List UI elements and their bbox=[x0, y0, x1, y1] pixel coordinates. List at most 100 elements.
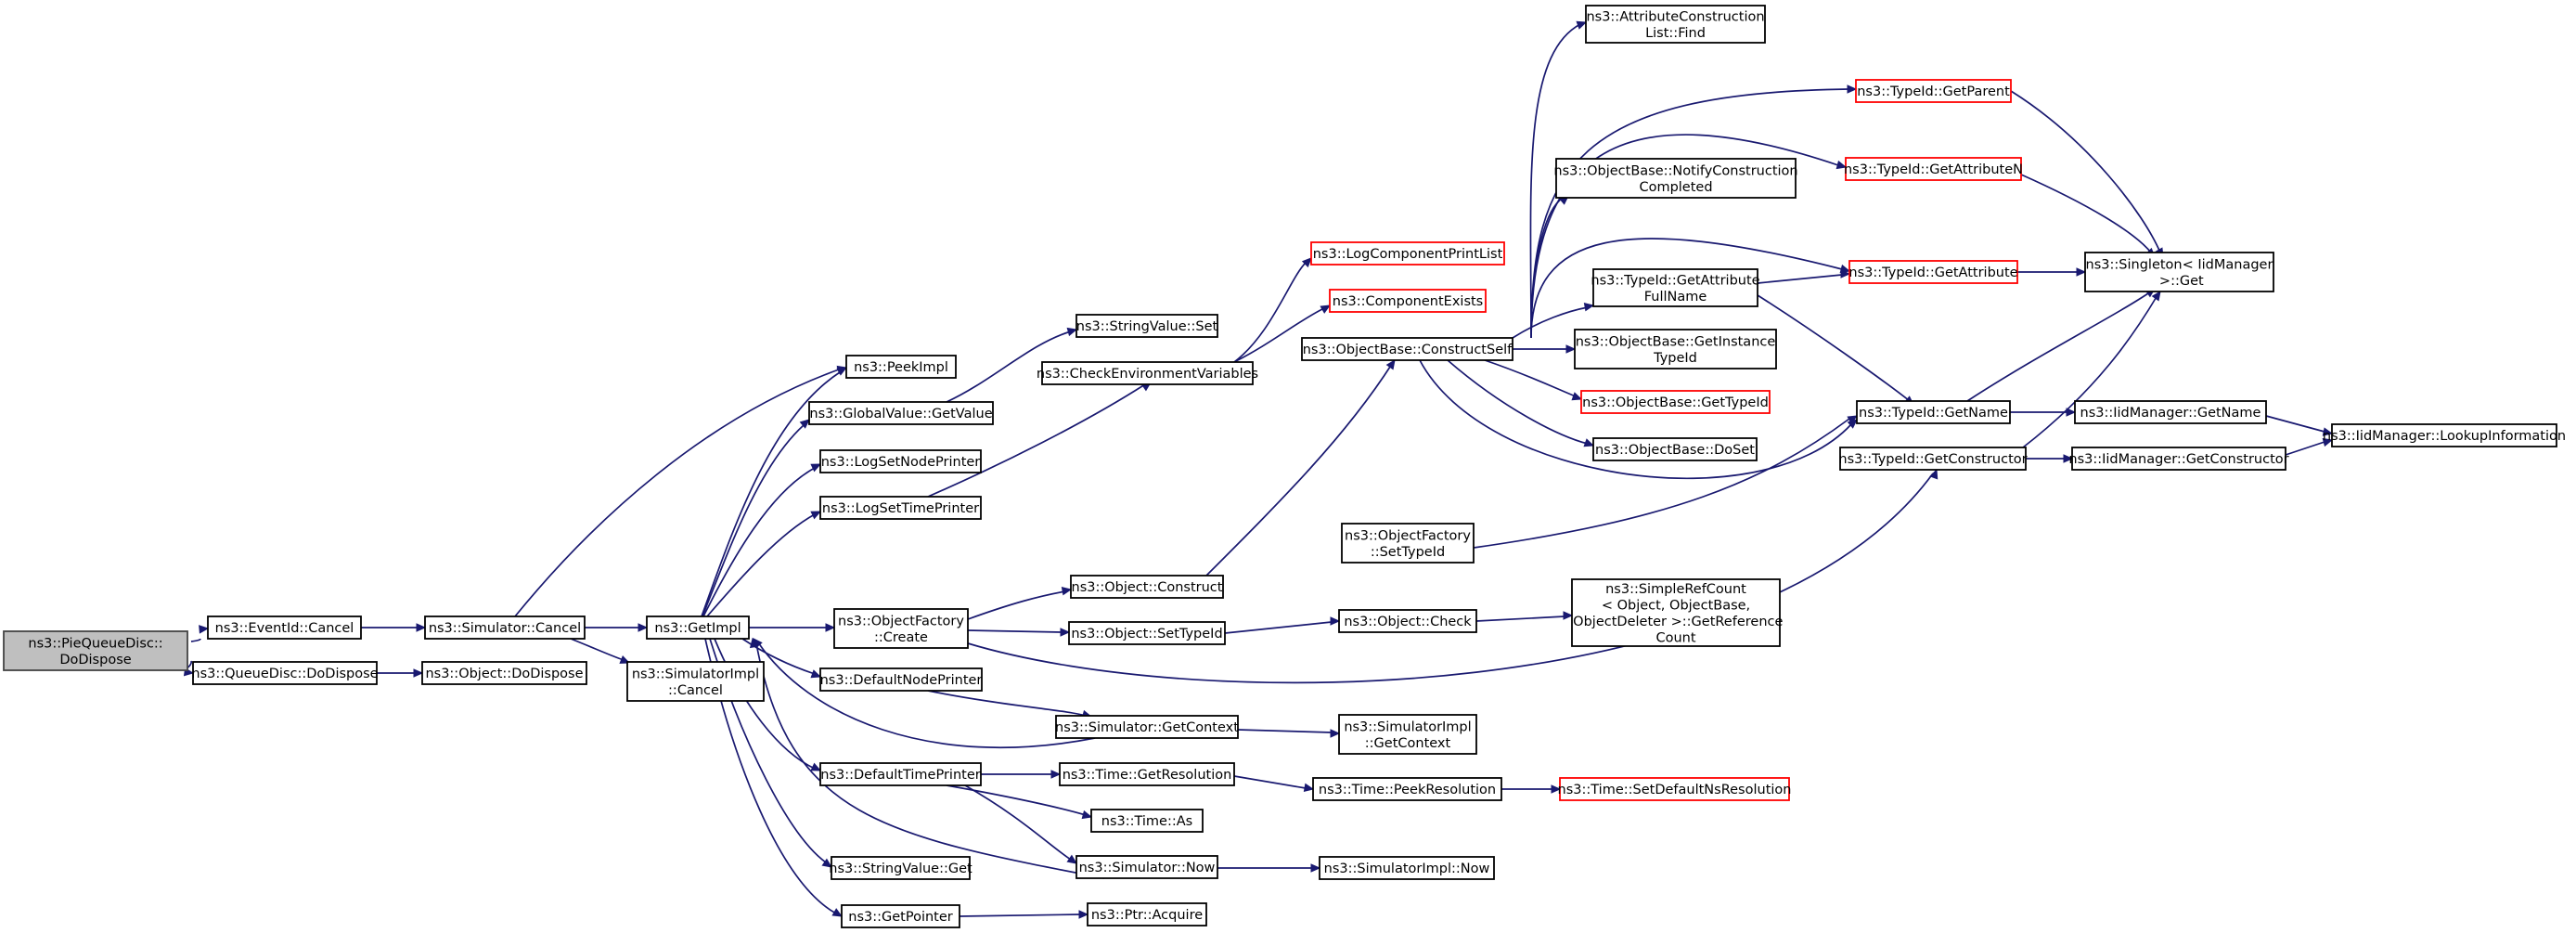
node-object-check[interactable]: ns3::Object::Check bbox=[1338, 609, 1477, 633]
node-label-line: ns3::Ptr::Acquire bbox=[1091, 908, 1203, 923]
node-simimpl-getcontext[interactable]: ns3::SimulatorImpl::GetContext bbox=[1338, 714, 1477, 755]
edge-checkenv-to-logcomponentprintlist bbox=[1233, 262, 1307, 363]
node-label-line: ns3::Time::GetResolution bbox=[1063, 768, 1232, 783]
node-label-line: ns3::SimulatorImpl::Now bbox=[1324, 862, 1490, 876]
edge-logsettimeprinter-to-checkenv bbox=[927, 383, 1146, 498]
node-logsetnodeprinter[interactable]: ns3::LogSetNodePrinter bbox=[819, 449, 982, 473]
arrowhead-time_setdefaultnsresolution bbox=[1551, 784, 1562, 794]
node-iidmanager-lookupinformation[interactable]: ns3::IidManager::LookupInformation bbox=[2323, 423, 2566, 447]
node-peekimpl[interactable]: ns3::PeekImpl bbox=[845, 355, 957, 379]
node-sim-getcontext[interactable]: ns3::Simulator::GetContext bbox=[1055, 715, 1239, 739]
node-box bbox=[845, 355, 957, 379]
node-componentexists[interactable]: ns3::ComponentExists bbox=[1329, 289, 1487, 313]
node-label-line: ::Cancel bbox=[668, 683, 723, 698]
node-defaulttimeprinter[interactable]: ns3::DefaultTimePrinter bbox=[819, 762, 982, 786]
arrowhead-eventid_cancel bbox=[199, 625, 210, 634]
node-time-as[interactable]: ns3::Time::As bbox=[1090, 809, 1204, 833]
arrowhead-typeid_getname bbox=[1847, 415, 1859, 424]
node-objectbase-notify[interactable]: ns3::ObjectBase::NotifyConstructionCompl… bbox=[1553, 158, 1798, 199]
node-label-line: ns3::TypeId::GetAttributeN bbox=[1844, 162, 2023, 177]
edge-object_construct-to-objectbase_constructself bbox=[1205, 363, 1393, 577]
node-getimpl[interactable]: ns3::GetImpl bbox=[646, 616, 750, 640]
arrowhead-iidmanager_lookupinformation bbox=[2322, 437, 2334, 447]
edge-sim_cancel-to-simimpl_cancel bbox=[570, 638, 625, 661]
node-label-line: ns3::IidManager::LookupInformation bbox=[2323, 429, 2566, 444]
edge-iidmanager_getname-to-iidmanager_lookupinformation bbox=[2265, 415, 2325, 433]
node-singleton-get[interactable]: ns3::Singleton< IidManager >::Get bbox=[2084, 252, 2274, 292]
node-time-getresolution[interactable]: ns3::Time::GetResolution bbox=[1059, 762, 1235, 786]
node-object-construct[interactable]: ns3::Object::Construct bbox=[1070, 575, 1224, 599]
node-label-line: ns3::Simulator::Now bbox=[1079, 861, 1216, 875]
node-objectbase-gettypeid[interactable]: ns3::ObjectBase::GetTypeId bbox=[1580, 390, 1771, 414]
node-pie-dodispose[interactable]: ns3::PieQueueDisc::DoDispose bbox=[3, 630, 188, 671]
edge-objectbase_constructself-to-objectbase_gettypeid bbox=[1484, 359, 1577, 397]
node-box bbox=[1855, 79, 2012, 103]
node-globalvalue-getvalue[interactable]: ns3::GlobalValue::GetValue bbox=[808, 401, 994, 425]
edge-objectbase_constructself-to-attrconstructionlist_find bbox=[1529, 23, 1581, 339]
node-label-line: ns3::Simulator::GetContext bbox=[1055, 720, 1239, 735]
arrowhead-time_as bbox=[1081, 810, 1093, 820]
node-label-line: ns3::PeekImpl bbox=[854, 360, 948, 375]
node-typeid-getattributen[interactable]: ns3::TypeId::GetAttributeN bbox=[1844, 157, 2023, 181]
node-eventid-cancel[interactable]: ns3::EventId::Cancel bbox=[207, 616, 362, 640]
node-simimpl-cancel[interactable]: ns3::SimulatorImpl::Cancel bbox=[626, 661, 765, 702]
node-objectfactory-settypeid[interactable]: ns3::ObjectFactory::SetTypeId bbox=[1341, 523, 1475, 564]
node-object-dodispose[interactable]: ns3::Object::DoDispose bbox=[421, 661, 587, 685]
arrowhead-getimpl bbox=[749, 637, 759, 649]
node-label-line: ns3::IidManager::GetConstructor bbox=[2068, 452, 2288, 467]
arrowhead-peekimpl bbox=[836, 367, 848, 376]
arrowhead-singleton_get bbox=[2151, 290, 2161, 302]
node-box bbox=[1312, 777, 1502, 801]
node-stringvalue-set[interactable]: ns3::StringValue::Set bbox=[1075, 314, 1218, 338]
node-objectbase-constructself[interactable]: ns3::ObjectBase::ConstructSelf bbox=[1301, 337, 1513, 361]
node-simplerefcount[interactable]: ns3::SimpleRefCount< Object, ObjectBase,… bbox=[1569, 578, 1784, 647]
edge-globalvalue_getvalue-to-stringvalue_set bbox=[946, 330, 1072, 403]
arrowhead-stringvalue_get bbox=[821, 858, 833, 868]
node-label-line: ns3::ObjectBase::GetTypeId bbox=[1582, 395, 1769, 410]
node-label-line: ns3::SimulatorImpl bbox=[1344, 719, 1471, 734]
node-ptr-acquire[interactable]: ns3::Ptr::Acquire bbox=[1087, 902, 1207, 927]
node-sim-cancel[interactable]: ns3::Simulator::Cancel bbox=[424, 616, 586, 640]
arrowhead-getimpl bbox=[638, 623, 649, 632]
edge-objectbase_constructself-to-typeid_getattributefullname bbox=[1512, 306, 1589, 339]
node-object-settypeid[interactable]: ns3::Object::SetTypeId bbox=[1068, 621, 1226, 645]
edge-checkenv-to-componentexists bbox=[1233, 307, 1325, 363]
node-box bbox=[1070, 575, 1224, 599]
node-box bbox=[1559, 777, 1790, 801]
node-label-line: ns3::CheckEnvironmentVariables bbox=[1037, 367, 1258, 382]
node-sim-now[interactable]: ns3::Simulator::Now bbox=[1075, 855, 1218, 879]
node-label-line: ns3::LogComponentPrintList bbox=[1313, 247, 1503, 262]
arrowhead-typeid_getname bbox=[1847, 419, 1858, 429]
node-logcomponentprintlist[interactable]: ns3::LogComponentPrintList bbox=[1310, 241, 1505, 266]
node-box bbox=[1555, 158, 1797, 199]
node-box bbox=[2331, 423, 2557, 447]
node-defaultnodeprinter[interactable]: ns3::DefaultNodePrinter bbox=[819, 667, 983, 692]
node-iidmanager-getname[interactable]: ns3::IidManager::GetName bbox=[2074, 400, 2267, 424]
node-objectfactory-create[interactable]: ns3::ObjectFactory::Create bbox=[833, 608, 969, 649]
node-checkenv[interactable]: ns3::CheckEnvironmentVariables bbox=[1037, 361, 1258, 385]
node-box bbox=[2084, 252, 2274, 292]
node-queuedisc-dodispose[interactable]: ns3::QueueDisc::DoDispose bbox=[191, 661, 379, 685]
node-typeid-getattribute[interactable]: ns3::TypeId::GetAttribute bbox=[1848, 260, 2018, 284]
node-label-line: ns3::ObjectBase::ConstructSelf bbox=[1303, 343, 1513, 357]
node-label-line: ns3::PieQueueDisc:: bbox=[28, 636, 162, 651]
node-logsettimeprinter[interactable]: ns3::LogSetTimePrinter bbox=[819, 496, 982, 520]
node-stringvalue-get[interactable]: ns3::StringValue::Get bbox=[829, 856, 972, 880]
node-typeid-getparent[interactable]: ns3::TypeId::GetParent bbox=[1855, 79, 2012, 103]
node-typeid-getname[interactable]: ns3::TypeId::GetName bbox=[1856, 400, 2011, 424]
node-getpointer[interactable]: ns3::GetPointer bbox=[841, 904, 960, 928]
node-label-line: ns3::LogSetTimePrinter bbox=[822, 501, 979, 516]
node-simimpl-now[interactable]: ns3::SimulatorImpl::Now bbox=[1319, 856, 1495, 880]
arrowhead-ptr_acquire bbox=[1078, 910, 1089, 919]
node-time-peekresolution[interactable]: ns3::Time::PeekResolution bbox=[1312, 777, 1502, 801]
node-typeid-getconstructor[interactable]: ns3::TypeId::GetConstructor bbox=[1838, 447, 2028, 471]
edge-time_getresolution-to-time_peekresolution bbox=[1233, 775, 1307, 789]
node-objectbase-doset[interactable]: ns3::ObjectBase::DoSet bbox=[1592, 437, 1758, 461]
node-time-setdefaultnsresolution[interactable]: ns3::Time::SetDefaultNsResolution bbox=[1558, 777, 1792, 801]
node-label-line: ns3::Object::Check bbox=[1344, 615, 1472, 629]
edge-getimpl-to-globalvalue_getvalue bbox=[702, 424, 805, 617]
node-iidmanager-getconstructor[interactable]: ns3::IidManager::GetConstructor bbox=[2068, 447, 2289, 471]
